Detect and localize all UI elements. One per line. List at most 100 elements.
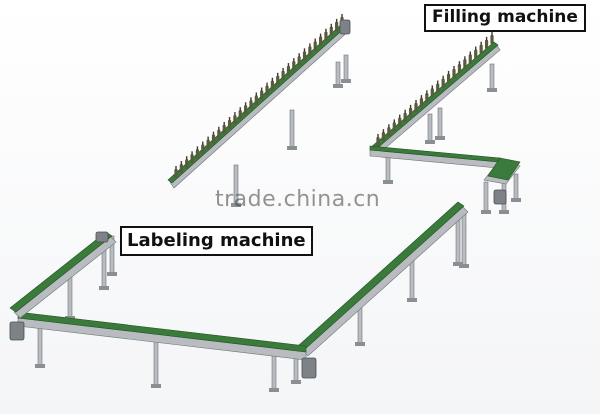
support-leg bbox=[489, 63, 495, 91]
leg-foot bbox=[333, 84, 343, 88]
support-leg bbox=[153, 335, 159, 387]
filling-loop-down-belt bbox=[487, 157, 521, 181]
leg-foot bbox=[407, 298, 417, 302]
support-leg bbox=[513, 173, 519, 201]
support-leg bbox=[335, 61, 341, 87]
leg-foot bbox=[511, 198, 521, 202]
bottle-neck bbox=[212, 131, 215, 136]
labeling-machine-label: Labeling machine bbox=[120, 226, 313, 256]
bottle-icon bbox=[195, 149, 200, 159]
bottle-icon bbox=[244, 105, 248, 115]
bottle-neck bbox=[234, 112, 236, 116]
bottle-neck bbox=[491, 32, 493, 36]
bottle-neck bbox=[271, 77, 274, 82]
bottle-icon bbox=[479, 44, 483, 54]
bottle-icon bbox=[308, 46, 312, 56]
bottle-neck bbox=[293, 58, 295, 62]
bottle-neck bbox=[431, 85, 433, 89]
bottle-neck bbox=[377, 134, 379, 138]
bottle-neck bbox=[298, 53, 300, 57]
bottle-icon bbox=[441, 78, 445, 88]
bottle-neck bbox=[175, 166, 177, 170]
bottle-icon bbox=[457, 64, 462, 74]
bottle-icon bbox=[414, 103, 418, 112]
motor-icon bbox=[339, 19, 351, 35]
support-leg bbox=[343, 54, 349, 82]
bottle-neck bbox=[341, 14, 343, 18]
bottle-neck bbox=[309, 43, 311, 47]
leg-foot bbox=[35, 364, 45, 368]
leg-foot bbox=[487, 88, 497, 92]
bottle-icon bbox=[468, 54, 472, 64]
bottle-icon bbox=[463, 59, 467, 69]
leg-foot bbox=[99, 286, 109, 290]
bottle-icon bbox=[286, 66, 291, 76]
leg-foot bbox=[481, 210, 491, 214]
bottle-icon bbox=[174, 169, 178, 178]
bottle-icon bbox=[446, 73, 451, 83]
bottle-icon bbox=[392, 122, 396, 132]
leg-foot bbox=[151, 384, 161, 388]
motor-icon bbox=[301, 357, 317, 379]
bottle-icon bbox=[329, 26, 333, 36]
bottle-neck bbox=[475, 46, 477, 51]
bottle-icon bbox=[185, 159, 189, 169]
bottle-icon bbox=[249, 100, 253, 110]
bottle-icon bbox=[419, 98, 424, 108]
leg-foot bbox=[459, 264, 469, 268]
bottle-icon bbox=[233, 115, 237, 125]
bottle-neck bbox=[409, 104, 412, 109]
drive-motors bbox=[9, 19, 507, 379]
leg-foot bbox=[231, 203, 241, 207]
bottle-icon bbox=[484, 39, 489, 49]
bottle-neck bbox=[469, 51, 471, 55]
bottle-neck bbox=[314, 38, 316, 43]
bottle-icon bbox=[381, 132, 386, 142]
bottle-neck bbox=[218, 126, 220, 131]
leg-foot bbox=[269, 388, 279, 392]
bottle-icon bbox=[313, 41, 317, 51]
bottle-neck bbox=[250, 97, 252, 101]
bottle-icon bbox=[425, 93, 429, 103]
bottle-neck bbox=[415, 100, 417, 104]
bottle-icon bbox=[403, 112, 407, 122]
bottle-neck bbox=[404, 109, 406, 114]
bottle-neck bbox=[255, 92, 258, 96]
bottle-neck bbox=[282, 67, 284, 72]
bottle-neck bbox=[420, 95, 423, 99]
bottle-neck bbox=[244, 102, 247, 106]
support-leg bbox=[437, 107, 443, 139]
bottle-icon bbox=[302, 51, 307, 61]
leg-foot bbox=[499, 210, 509, 214]
bottle-neck bbox=[437, 80, 439, 85]
bottle-neck bbox=[303, 48, 306, 52]
bottle-neck bbox=[260, 87, 263, 92]
motor-icon bbox=[9, 321, 25, 341]
bottle-icon bbox=[265, 85, 269, 95]
support-legs bbox=[35, 54, 521, 392]
bottle-icon bbox=[201, 144, 205, 154]
bottle-neck bbox=[393, 119, 395, 123]
bottle-neck bbox=[180, 161, 183, 165]
bottle-neck bbox=[388, 124, 390, 128]
bottle-neck bbox=[330, 23, 332, 28]
motor-icon bbox=[95, 231, 109, 243]
support-leg bbox=[427, 113, 433, 143]
bottle-icon bbox=[217, 129, 221, 139]
bottle-icon bbox=[190, 154, 194, 164]
bottle-neck bbox=[228, 116, 231, 121]
bottle-neck bbox=[277, 72, 279, 77]
leg-foot bbox=[287, 146, 297, 150]
bottle-neck bbox=[382, 129, 385, 133]
bottle-icon bbox=[297, 56, 301, 66]
bottle-neck bbox=[464, 56, 466, 60]
motor-icon bbox=[493, 189, 507, 205]
bottle-icon bbox=[238, 110, 242, 120]
bottle-neck bbox=[453, 66, 455, 70]
bottle-neck bbox=[319, 33, 322, 38]
bottle-neck bbox=[442, 75, 444, 80]
bottle-icon bbox=[227, 119, 232, 129]
bottle-neck bbox=[223, 121, 225, 126]
bottle-neck bbox=[266, 82, 268, 87]
